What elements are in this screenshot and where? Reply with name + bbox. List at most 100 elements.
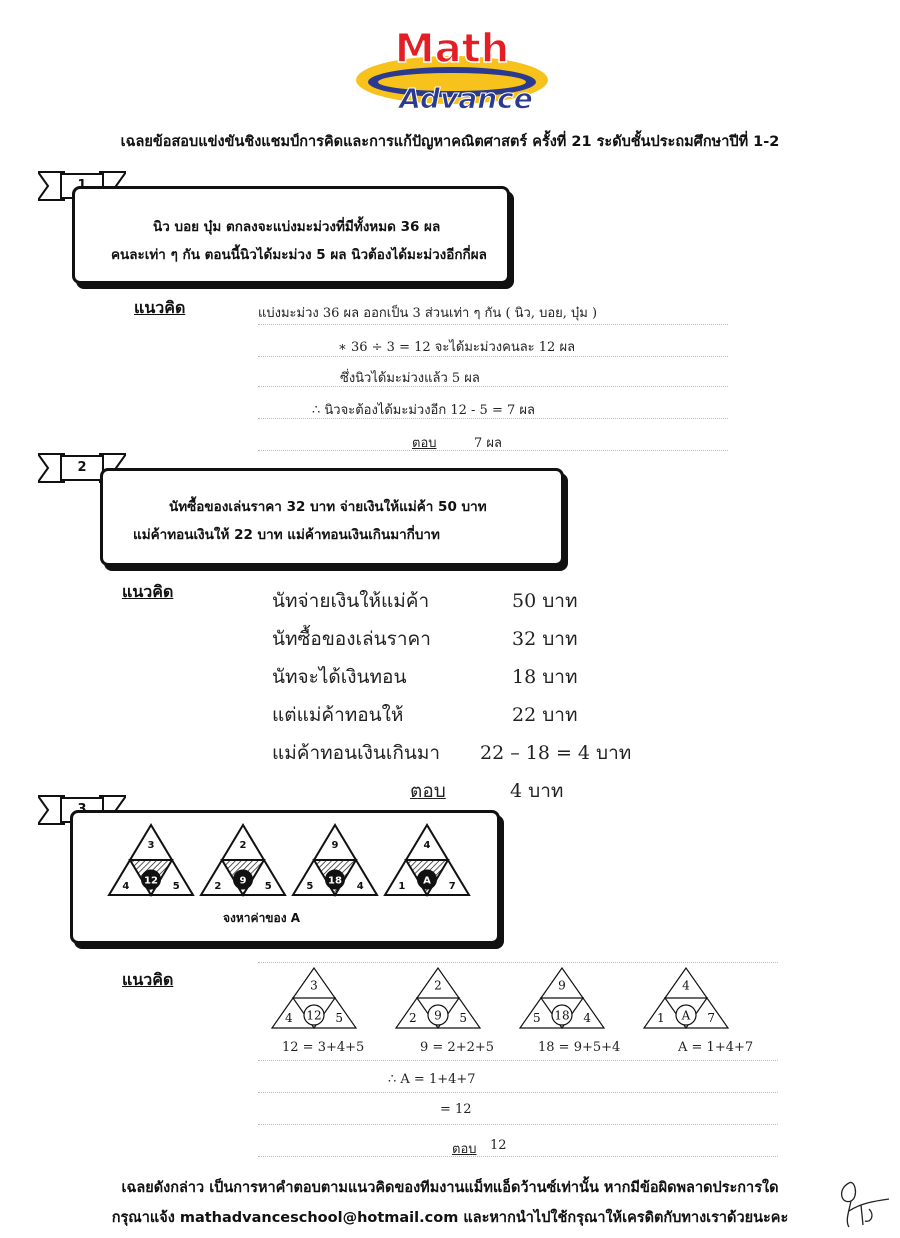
- triangle-left-number: 2: [409, 1011, 417, 1025]
- svg-text:Math: Math: [395, 26, 509, 72]
- triangle-center-number: 12: [144, 875, 158, 886]
- equation: 9 = 2+2+5: [420, 1040, 495, 1055]
- solution-triangles: 3 4 5 12 2 2 5 9 9 5 4 18 4 1 7 A: [270, 966, 730, 1030]
- solution-value: 50 บาท: [512, 590, 578, 612]
- question-box: นัทซื้อของเล่นราคา 32 บาท จ่ายเงินให้แม่…: [100, 468, 564, 566]
- center-circle: [417, 869, 437, 890]
- triangle-center-number: 12: [306, 1009, 321, 1023]
- triangle-center-number: A: [423, 875, 431, 886]
- triangle-left-number: 1: [398, 881, 405, 892]
- dotted-line: [258, 418, 728, 419]
- triangle-left-number: 5: [533, 1011, 541, 1025]
- triangle-right-number: 5: [459, 1011, 467, 1025]
- answer-label: ตอบ: [452, 1142, 477, 1157]
- number-triangle: 4 1 7 A: [383, 823, 471, 897]
- answer-label: ตอบ: [412, 436, 437, 451]
- question-text: นัทซื้อของเล่นราคา 32 บาท จ่ายเงินให้แม่…: [169, 499, 487, 515]
- solution-line: = 12: [440, 1102, 472, 1117]
- number-triangle: 2 2 5 9: [394, 966, 482, 1030]
- dotted-line: [258, 962, 778, 963]
- solution-value: 18 บาท: [512, 666, 578, 688]
- question-prompt: จงหาค่าของ A: [223, 911, 301, 925]
- solution-value: 22 – 18 = 4 บาท: [480, 742, 632, 764]
- triangle-top-number: 4: [682, 979, 690, 993]
- triangle-right-number: 5: [335, 1011, 343, 1025]
- triangle-left-number: 1: [657, 1011, 665, 1025]
- triangle-left-number: 2: [214, 881, 221, 892]
- triangle-top-number: 4: [424, 840, 431, 851]
- triangle-right-number: 4: [583, 1011, 591, 1025]
- triangle-left-number: 5: [306, 881, 313, 892]
- number-triangle: 9 5 4 18: [291, 823, 379, 897]
- solution-text: แม่ค้าทอนเงินเกินมา: [272, 742, 441, 764]
- page-title: เฉลยข้อสอบแข่งขันชิงแชมป์การคิดและการแก้…: [120, 134, 780, 150]
- solution-line: ∴ A = 1+4+7: [388, 1072, 476, 1087]
- triangle-right-number: 5: [265, 881, 272, 892]
- triangle-top-number: 2: [240, 840, 247, 851]
- solution-text: แต่แม่ค้าทอนให้: [272, 704, 404, 726]
- dotted-line: [258, 1124, 778, 1125]
- center-circle: [325, 869, 345, 890]
- solution-line: ∗ 36 ÷ 3 = 12 จะได้มะม่วงคนละ 12 ผล: [338, 340, 576, 355]
- equation: A = 1+4+7: [678, 1040, 754, 1055]
- triangle-center-number: 9: [240, 875, 247, 886]
- center-circle: [233, 869, 253, 890]
- triangle-center-number: 18: [328, 875, 342, 886]
- dotted-line: [258, 450, 728, 451]
- svg-text:Advance: Advance: [397, 82, 533, 115]
- footer-disclaimer: เฉลยดังกล่าว เป็นการหาคำตอบตามแนวคิดของท…: [121, 1180, 779, 1196]
- question-number: 2: [60, 455, 104, 481]
- solution-value: 32 บาท: [512, 628, 578, 650]
- center-circle: [675, 1004, 697, 1026]
- center-circle: [303, 1004, 325, 1026]
- center-circle: [551, 1004, 573, 1026]
- question-text: แม่ค้าทอนเงินให้ 22 บาท แม่ค้าทอนเงินเกิ…: [133, 527, 440, 543]
- solution-text: นัทซื้อของเล่นราคา: [272, 628, 431, 650]
- footer-contact: กรุณาแจ้ง mathadvanceschool@hotmail.com …: [111, 1210, 789, 1226]
- solution-line: ซึ่งนิวได้มะม่วงแล้ว 5 ผล: [340, 371, 480, 386]
- question-text: นิว บอย บุ๋ม ตกลงจะแบ่งมะม่วงที่มีทั้งหม…: [153, 219, 441, 235]
- signature-mark: [841, 1181, 890, 1228]
- triangle-top-number: 2: [434, 979, 442, 993]
- answer-label: ตอบ: [410, 780, 446, 802]
- dotted-line: [258, 386, 728, 387]
- triangle-right-number: 4: [357, 881, 364, 892]
- equation: 12 = 3+4+5: [282, 1040, 365, 1055]
- triangle-top-number: 9: [558, 979, 566, 993]
- dotted-line: [258, 324, 728, 325]
- solution-text: นัทจ่ายเงินให้แม่ค้า: [272, 590, 430, 612]
- answer-value: 4 บาท: [510, 780, 564, 802]
- triangle-center-number: 18: [554, 1009, 569, 1023]
- triangle-top-number: 9: [332, 840, 339, 851]
- triangle-right-number: 7: [707, 1011, 715, 1025]
- question-text: คนละเท่า ๆ กัน ตอนนี้นิวได้มะม่วง 5 ผล น…: [111, 247, 487, 263]
- answer-value: 7 ผล: [474, 436, 502, 451]
- method-label: แนวคิด: [134, 298, 186, 317]
- center-circle: [427, 1004, 449, 1026]
- number-triangle: 3 4 5 12: [270, 966, 358, 1030]
- triangle-right-number: 7: [449, 881, 456, 892]
- triangle-right-number: 5: [173, 881, 180, 892]
- number-triangle: 4 1 7 A: [642, 966, 730, 1030]
- solution-text: นัทจะได้เงินทอน: [272, 666, 407, 688]
- triangle-top-number: 3: [310, 979, 318, 993]
- dotted-line: [258, 1060, 778, 1061]
- solution-line: ∴ นิวจะต้องได้มะม่วงอีก 12 - 5 = 7 ผล: [312, 403, 535, 418]
- method-label: แนวคิด: [122, 582, 174, 601]
- triangle-center-number: 9: [434, 1009, 442, 1023]
- solution-value: 22 บาท: [512, 704, 578, 726]
- dotted-line: [258, 1092, 778, 1093]
- math-advance-logo: Math Advance: [356, 25, 548, 116]
- triangle-top-number: 3: [148, 840, 155, 851]
- method-label: แนวคิด: [122, 970, 174, 989]
- answer-value: 12: [490, 1138, 507, 1153]
- dotted-line: [258, 1156, 778, 1157]
- dotted-line: [258, 356, 728, 357]
- triangle-left-number: 4: [285, 1011, 293, 1025]
- triangle-center-number: A: [681, 1009, 691, 1023]
- question-box: นิว บอย บุ๋ม ตกลงจะแบ่งมะม่วงที่มีทั้งหม…: [72, 186, 510, 284]
- solution-line: แบ่งมะม่วง 36 ผล ออกเป็น 3 ส่วนเท่า ๆ กั…: [258, 306, 598, 321]
